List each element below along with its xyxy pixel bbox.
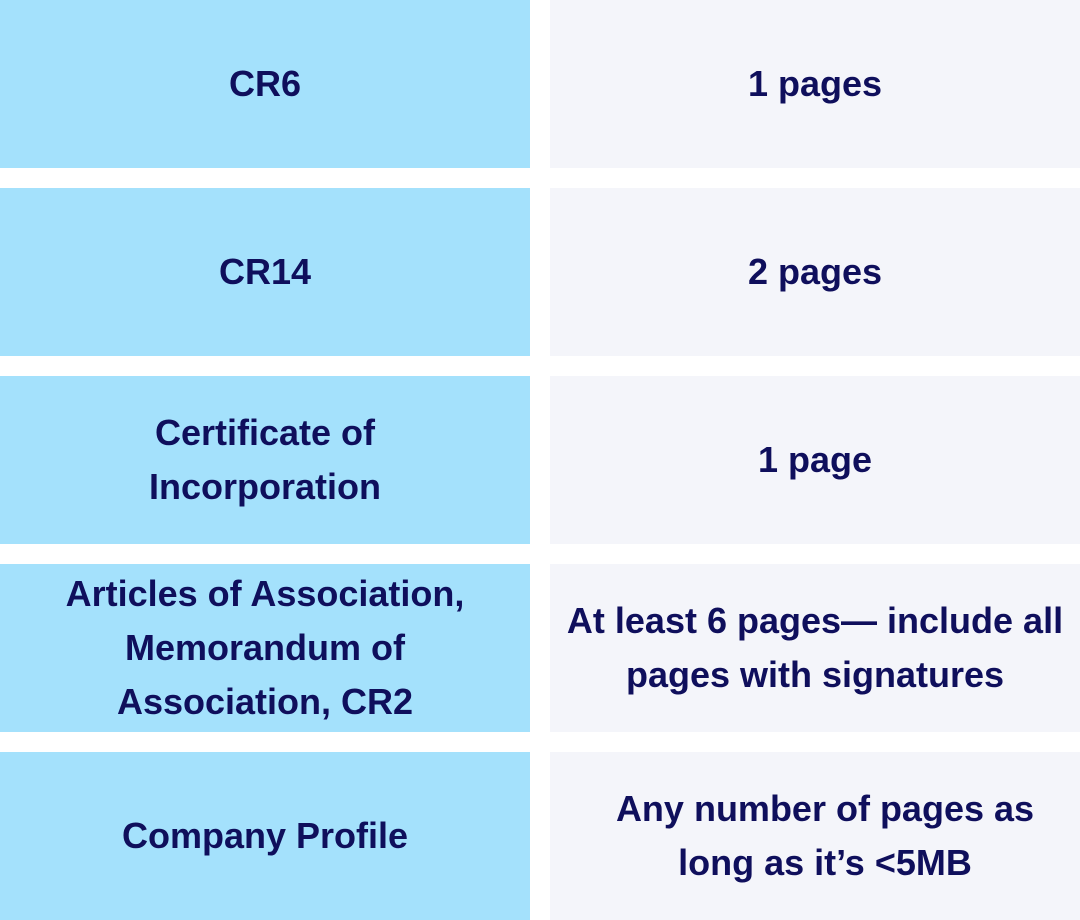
document-name-cell: CR6 [0, 0, 530, 168]
table-row: CR6 1 pages [0, 0, 1080, 168]
page-requirement-cell: 2 pages [550, 188, 1080, 356]
table-row: Articles of Association, Memorandum of A… [0, 564, 1080, 732]
page-requirement-cell: 1 page [550, 376, 1080, 544]
document-name-cell: Articles of Association, Memorandum of A… [0, 564, 530, 732]
document-name-cell: CR14 [0, 188, 530, 356]
page-requirement-cell: 1 pages [550, 0, 1080, 168]
page-requirement-cell: Any number of pages as long as it’s <5MB [550, 752, 1080, 920]
page-requirement-cell: At least 6 pages— include all pages with… [550, 564, 1080, 732]
table-row: CR14 2 pages [0, 188, 1080, 356]
table-row: Certificate of Incorporation 1 page [0, 376, 1080, 544]
table-row: Company Profile Any number of pages as l… [0, 752, 1080, 920]
document-name-cell: Certificate of Incorporation [0, 376, 530, 544]
document-name-cell: Company Profile [0, 752, 530, 920]
